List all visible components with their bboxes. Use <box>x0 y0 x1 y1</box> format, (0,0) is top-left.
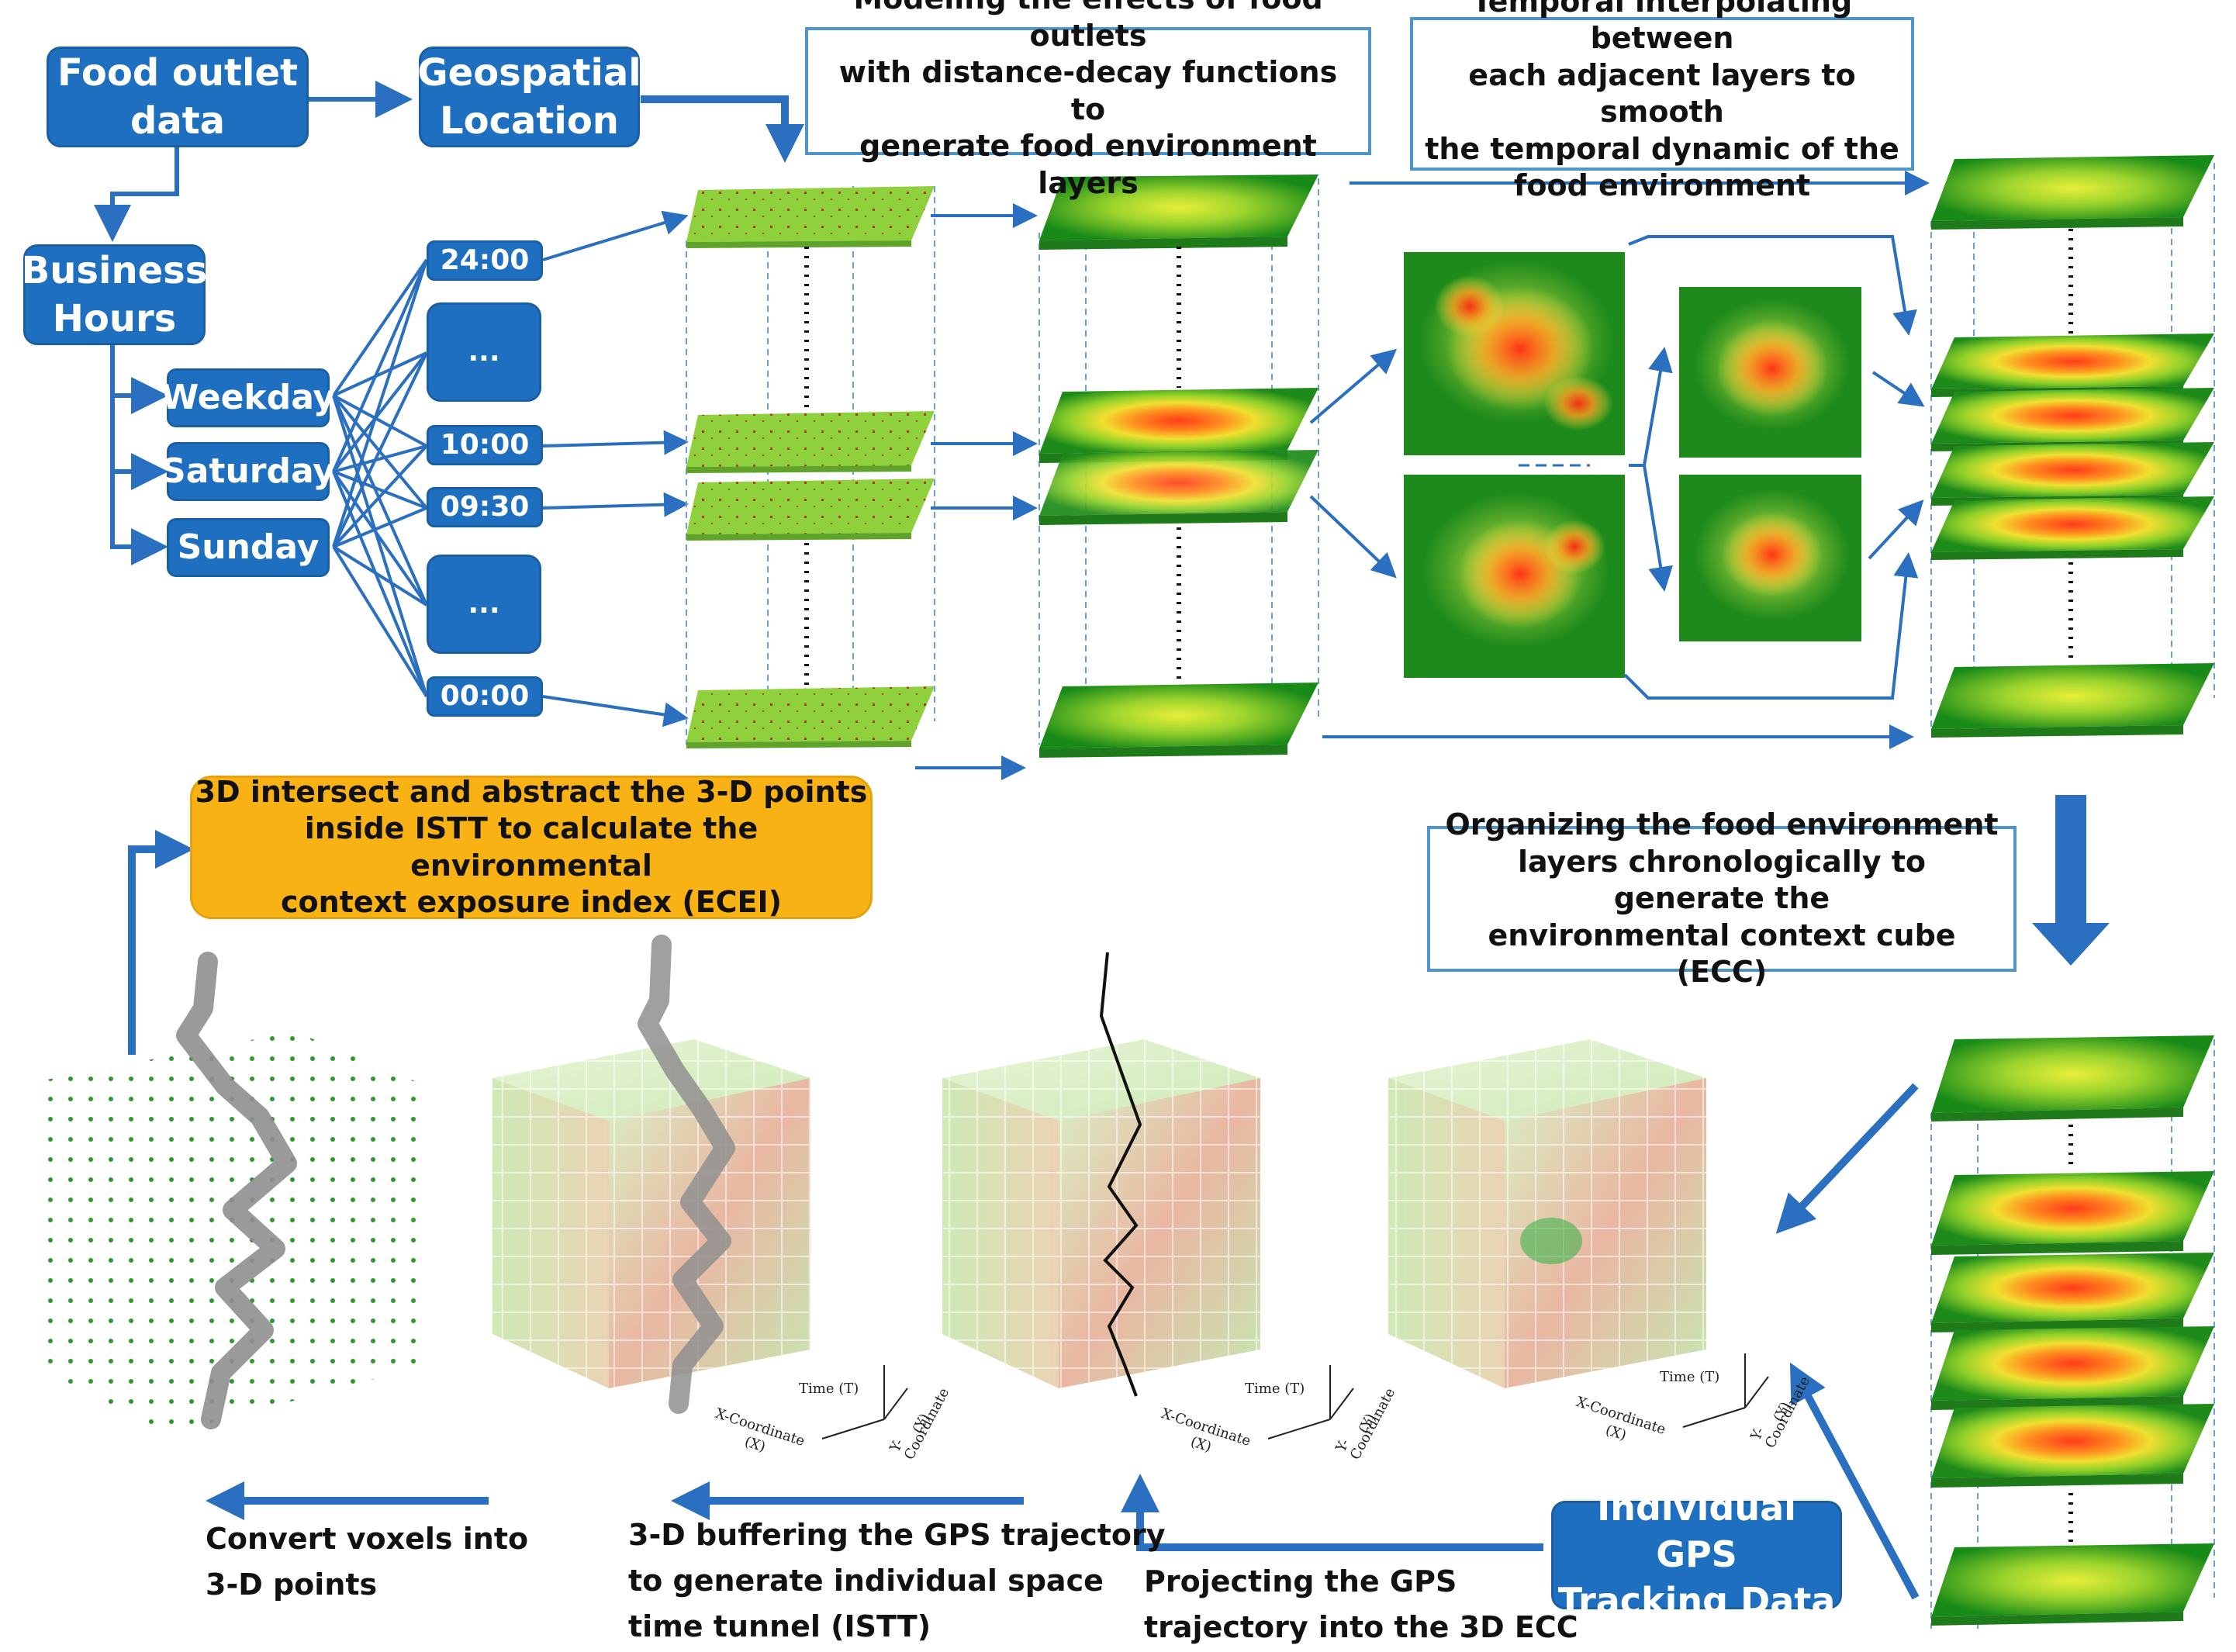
modeling-line-3: generate food environment layers <box>859 129 1317 200</box>
axis-labels-traj: Time (T) X-Coordinate (X) Y-Coordinate (… <box>1159 1381 1398 1474</box>
env-layer-bottom <box>1039 683 1318 758</box>
geospatial-location-box: Geospatial Location <box>417 47 641 147</box>
modeling-line-2: with distance-decay functions to <box>838 55 1338 126</box>
ecc-stack <box>1930 1035 2215 1629</box>
env-layer-top <box>1039 175 1318 250</box>
time-layer-arrows <box>542 210 689 728</box>
big-down-arrow <box>2032 795 2110 966</box>
project-caption: Projecting the GPS trajectory into the 3… <box>1144 1559 1578 1650</box>
outlet-layer-bottom <box>686 686 935 748</box>
buffer-line-3: time tunnel (ISTT) <box>628 1609 931 1643</box>
convert-line-2: 3-D points <box>206 1567 378 1602</box>
buffer-caption: 3-D buffering the GPS trajectory to gene… <box>628 1512 1166 1650</box>
time-1000-box: 10:00 <box>427 425 543 465</box>
organizing-line-2: layers chronologically to generate the <box>1517 844 1927 916</box>
convert-caption: Convert voxels into 3-D points <box>206 1516 528 1608</box>
ecc-cube-trajectory <box>942 952 1260 1397</box>
weekday-box: Weekday <box>161 368 335 427</box>
env-layer-0930 <box>1039 450 1318 525</box>
istt-cube <box>492 935 810 1414</box>
saturday-box: Saturday <box>161 442 335 501</box>
axis-time-label: Time (T) <box>1245 1381 1305 1397</box>
time-0930-box: 09:30 <box>427 487 543 527</box>
gps-line-2: Tracking Data <box>1557 1579 1836 1622</box>
temporal-line-4: food environment <box>1513 168 1811 202</box>
temporal-callout: Temporal interpolating between each adja… <box>1410 0 1914 202</box>
heatmap-1000 <box>1404 252 1625 455</box>
interpolated-stack <box>1930 155 2215 738</box>
food-outlet-data-box: Food outlet data <box>47 47 309 147</box>
axis-time-label: Time (T) <box>799 1381 859 1397</box>
gps-tracking-box: Individual GPS Tracking Data <box>1551 1487 1842 1622</box>
day-time-links <box>332 258 428 698</box>
axis-time-label: Time (T) <box>1660 1369 1720 1385</box>
modeling-callout: Modeling the effects of food outlets wit… <box>805 0 1371 200</box>
gps-line-1: Individual GPS <box>1597 1487 1796 1576</box>
gps-trajectory-line <box>1099 952 1142 1397</box>
temporal-line-1: Temporal interpolating between <box>1471 0 1853 55</box>
ecei-line-2: inside ISTT to calculate the environment… <box>304 811 759 883</box>
outlet-layer-1000 <box>686 411 935 473</box>
organizing-line-1: Organizing the food environment <box>1445 807 1999 842</box>
ecc-cube-plain <box>1388 1039 1706 1388</box>
ecei-callout: 3D intersect and abstract the 3-D points… <box>190 774 873 919</box>
space-time-tunnel <box>638 935 735 1414</box>
time-ellipsis-box-2: ... <box>427 555 541 654</box>
point-cloud <box>35 952 427 1435</box>
axis-labels-plain: Time (T) X-Coordinate (X) Y-Coordinate (… <box>1574 1369 1813 1462</box>
tunnel-points <box>176 952 297 1429</box>
heatmap-interp-b <box>1679 475 1861 641</box>
organizing-callout: Organizing the food environment layers c… <box>1427 807 2017 989</box>
axes-istt <box>821 1365 908 1439</box>
time-ellipsis-box-1: ... <box>427 302 541 402</box>
ecei-line-1: 3D intersect and abstract the 3-D points <box>195 774 868 809</box>
convert-line-1: Convert voxels into <box>206 1522 529 1556</box>
connector-arrows <box>94 81 804 565</box>
ecei-line-3: context exposure index (ECEI) <box>281 885 782 919</box>
organizing-line-3: environmental context cube (ECC) <box>1488 918 1956 990</box>
project-line-1: Projecting the GPS <box>1144 1564 1457 1598</box>
heatmap-interp-a <box>1679 287 1861 458</box>
axes-plain <box>1682 1353 1769 1428</box>
sunday-box: Sunday <box>167 518 330 577</box>
env-layer-stack <box>1039 175 1319 758</box>
temporal-line-2: each adjacent layers to smooth <box>1468 57 1856 130</box>
axes-traj <box>1267 1365 1354 1439</box>
outlet-layer-0930 <box>686 479 935 541</box>
modeling-line-1: Modeling the effects of food outlets <box>853 0 1322 53</box>
time-2400-box: 24:00 <box>427 240 543 281</box>
heatmap-0930 <box>1404 475 1625 678</box>
temporal-line-3: the temporal dynamic of the <box>1425 131 1899 166</box>
axis-labels-istt: Time (T) X-Coordinate (X) Y-Coordinate (… <box>714 1381 952 1474</box>
project-line-2: trajectory into the 3D ECC <box>1144 1609 1578 1644</box>
interp-heatmaps <box>1309 235 1925 700</box>
business-hours-box: Business Hours <box>22 244 207 345</box>
buffer-line-1: 3-D buffering the GPS trajectory <box>628 1518 1166 1552</box>
time-0000-box: 00:00 <box>427 676 543 717</box>
outlet-layer-stack <box>686 186 935 748</box>
outlet-layer-top <box>686 186 935 248</box>
buffer-line-2: to generate individual space <box>628 1563 1104 1598</box>
